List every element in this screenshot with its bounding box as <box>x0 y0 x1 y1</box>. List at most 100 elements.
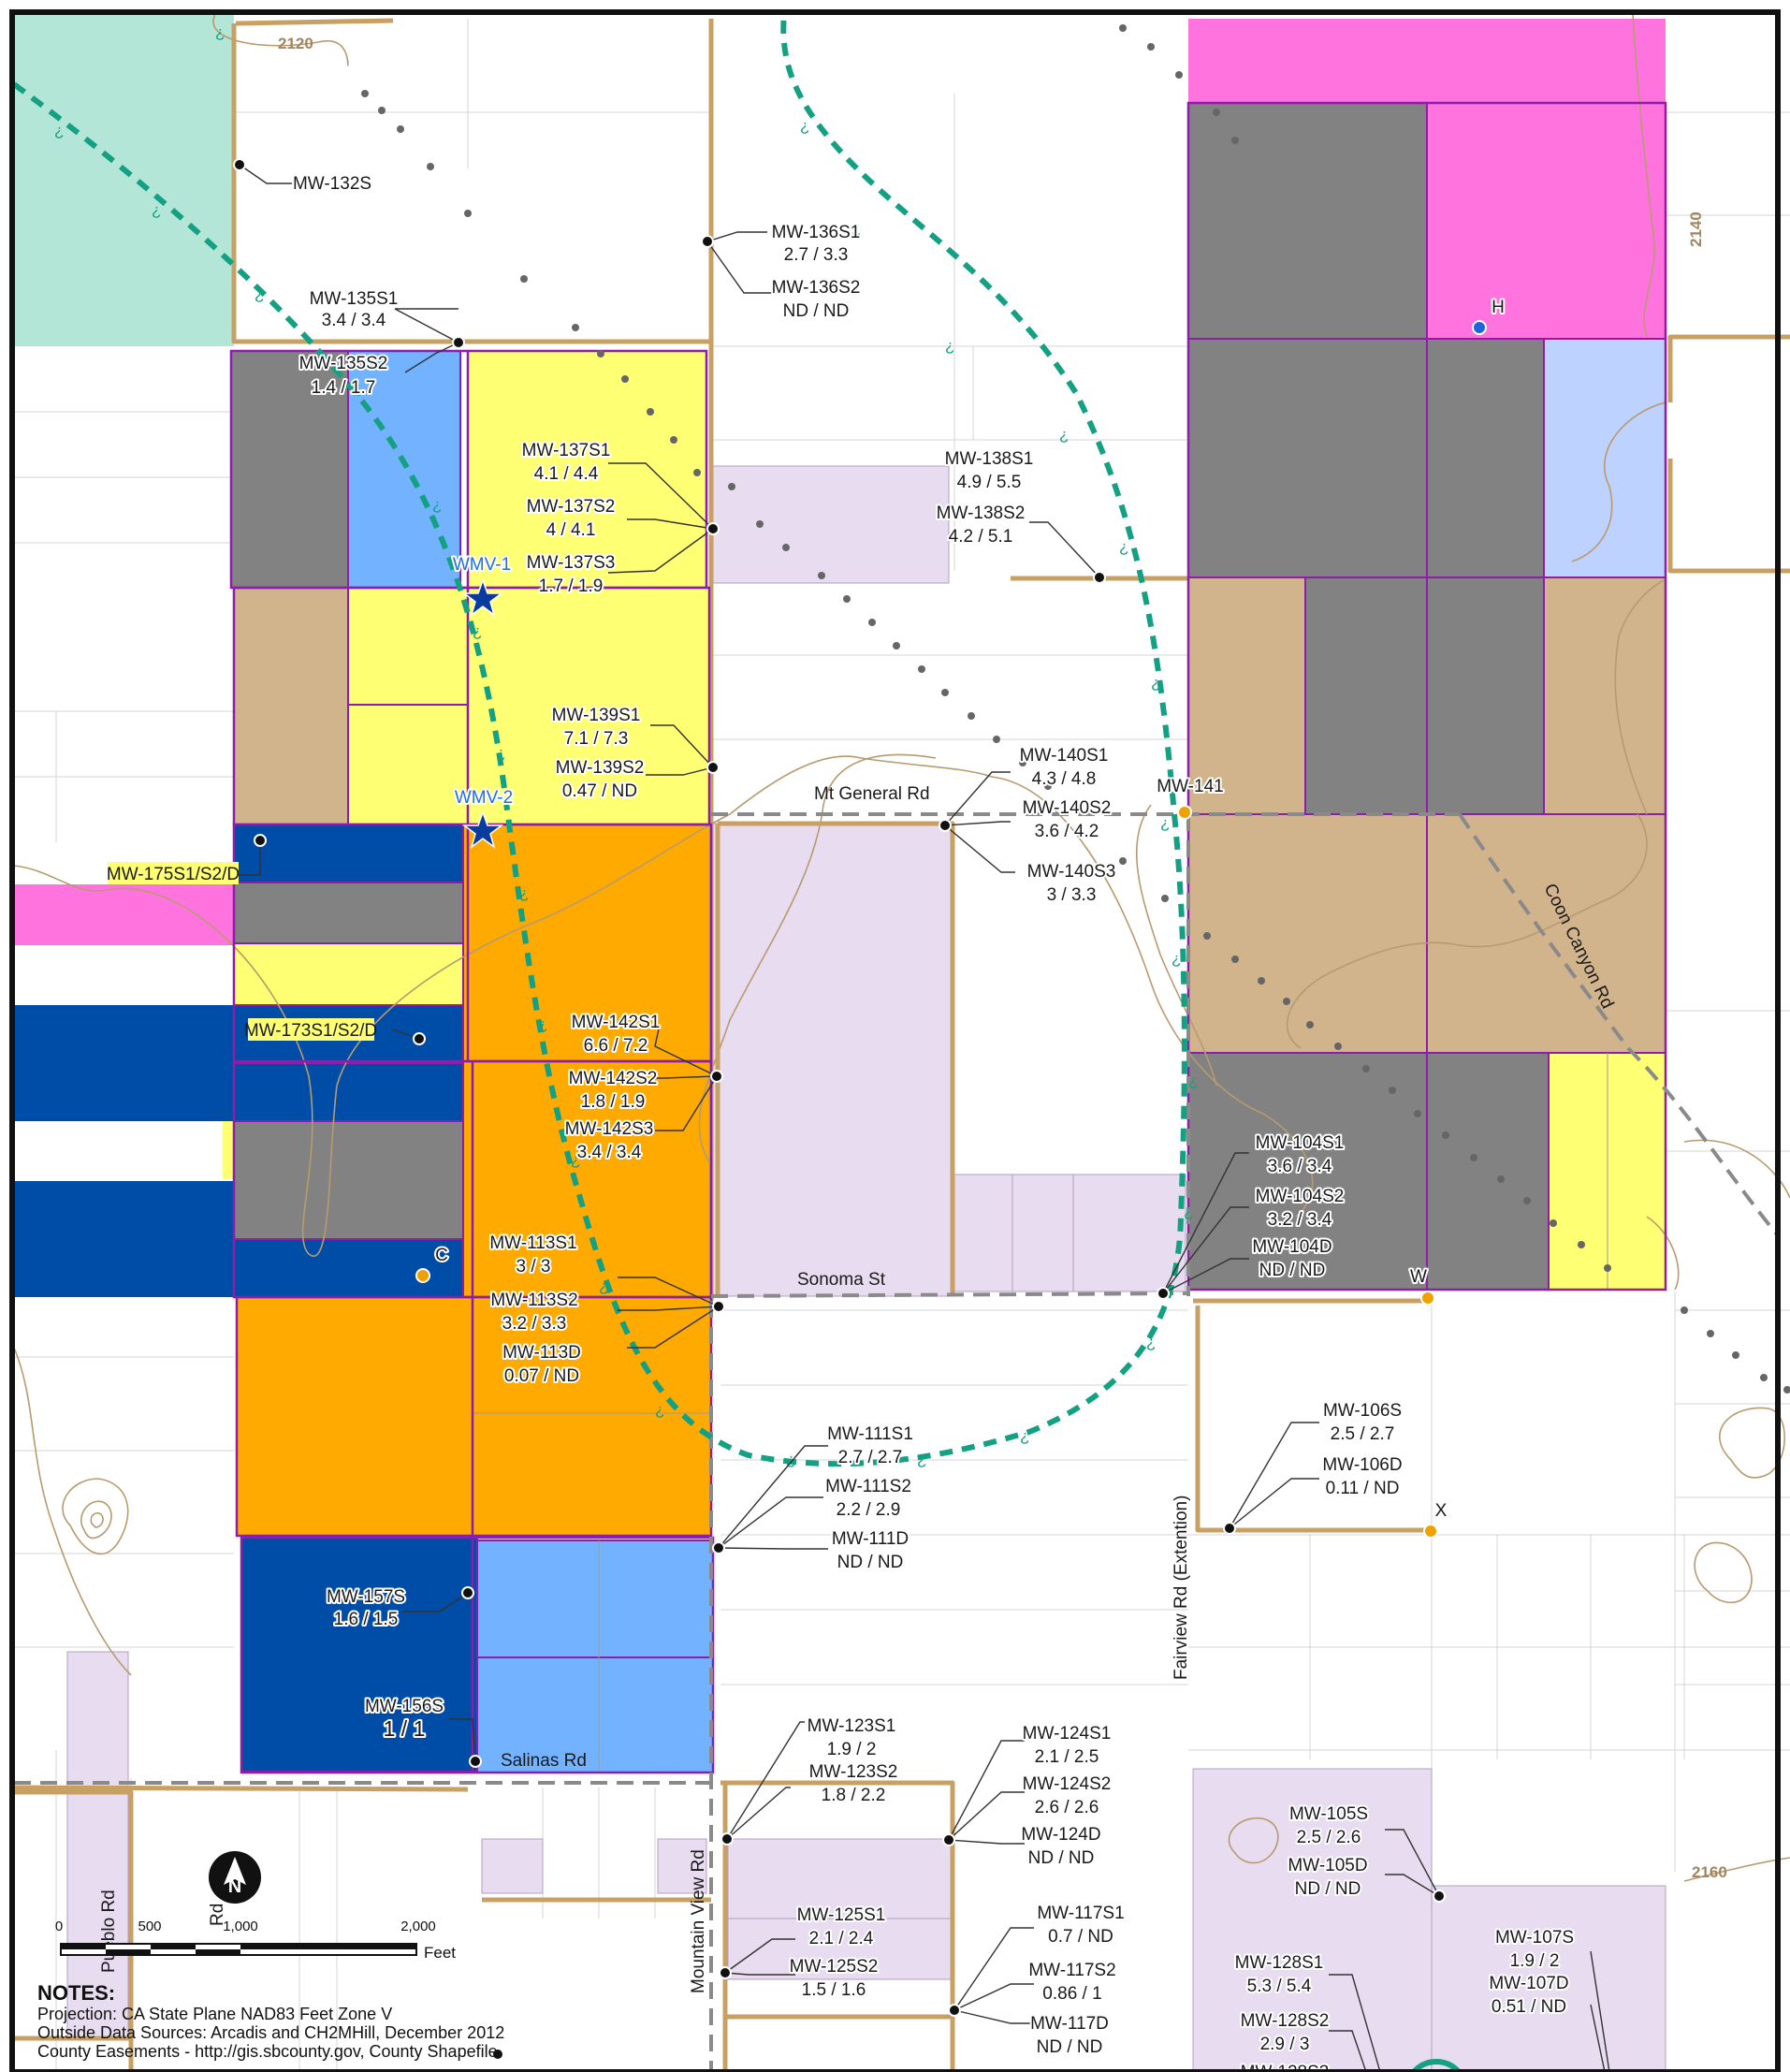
svg-text:N: N <box>228 1876 241 1897</box>
notes-title: NOTES: <box>37 1981 116 2005</box>
point-w <box>1420 1291 1435 1306</box>
well-mw140s1-value: 4.3 / 4.8 <box>1032 769 1097 789</box>
plume-question-marks: ¿¿¿ ¿¿¿ ¿¿¿ ¿¿¿ ¿¿¿ ¿¿¿ ¿¿¿ ¿¿¿ ¿¿¿ <box>54 23 1198 1468</box>
dotted-boundary <box>361 24 1790 1393</box>
well-mw111s2-value: 2.2 / 2.9 <box>837 1500 901 1520</box>
leader-lines <box>239 164 1610 2072</box>
scale-tick-1000: 1,000 <box>223 1919 258 1934</box>
well-mw117s2-label: MW-117S2 <box>1028 1961 1115 1980</box>
well-mw123s2-value: 1.8 / 2.2 <box>822 1786 886 1805</box>
well-mw113d-label: MW-113D <box>502 1343 581 1363</box>
well-mw157s-value: 1.6 / 1.5 <box>334 1610 399 1629</box>
point-label-mw141: MW-141 <box>1157 777 1223 796</box>
svg-text:¿: ¿ <box>496 744 505 762</box>
road-label-pueblo: Pueblo Rd <box>99 1890 119 1973</box>
star-label-wmv2: WMV-2 <box>455 788 513 808</box>
well-mw137s3-value: 1.7 / 1.9 <box>539 576 604 596</box>
monitoring-stars: WMV-1 WMV-2 <box>451 553 515 849</box>
well-mw125s2-value: 1.5 / 1.6 <box>802 1980 866 2000</box>
map-frame <box>9 9 1781 2072</box>
well-mw136s2-value: ND / ND <box>783 301 850 321</box>
well-mw138s1-label: MW-138S1 <box>945 449 1034 469</box>
svg-text:¿: ¿ <box>1146 1334 1156 1351</box>
point-label-h: H <box>1492 298 1505 317</box>
well-mw105d-label: MW-105D <box>1288 1856 1367 1875</box>
svg-text:¿: ¿ <box>599 1277 608 1295</box>
well-mw140s3-label: MW-140S3 <box>1027 862 1116 882</box>
well-mw124d-value: ND / ND <box>1028 1848 1095 1868</box>
notes-line-sources: Outside Data Sources: Arcadis and CH2MHi… <box>37 2023 505 2042</box>
well-mw142s1-value: 6.6 / 7.2 <box>584 1036 648 1056</box>
well-mw113s1-label: MW-113S1 <box>489 1233 576 1253</box>
contour-label-2120: 2120 <box>278 35 313 52</box>
well-mw105s-label: MW-105S <box>1289 1804 1368 1824</box>
green-marker-partial <box>1410 2059 1463 2072</box>
well-mw135s1-value: 3.4 / 3.4 <box>322 311 386 330</box>
well-mw173-label: MW-173S1/S2/D <box>244 1021 377 1041</box>
well-mw139s1-label: MW-139S1 <box>552 706 641 725</box>
plume-boundary <box>12 13 1187 1467</box>
well-mw106s-value: 2.5 / 2.7 <box>1331 1424 1395 1444</box>
road-label-salinas: Salinas Rd <box>501 1751 587 1771</box>
road-label-partial: Rd <box>208 1904 227 1926</box>
well-mw105s-value: 2.5 / 2.6 <box>1297 1828 1361 1847</box>
svg-text:¿: ¿ <box>945 337 954 355</box>
well-mw135s1-label: MW-135S1 <box>310 289 399 309</box>
svg-text:¿: ¿ <box>655 1401 664 1419</box>
svg-text:¿: ¿ <box>1188 1072 1198 1089</box>
svg-text:¿: ¿ <box>1059 426 1069 444</box>
svg-text:¿: ¿ <box>354 379 363 397</box>
well-mw106d-value: 0.11 / ND <box>1326 1479 1400 1498</box>
svg-text:¿: ¿ <box>519 884 529 902</box>
well-mw157s-label: MW-157S <box>327 1587 405 1607</box>
well-mw137s1-value: 4.1 / 4.4 <box>534 464 599 484</box>
well-mw175-label: MW-175S1/S2/D <box>107 865 240 884</box>
scale-bar: 0 500 1,000 2,000 Feet <box>55 1919 456 1962</box>
well-mw136s1-value: 2.7 / 3.3 <box>784 245 849 265</box>
well-mw125s1-value: 2.1 / 2.4 <box>809 1929 874 1948</box>
well-mw138s2-value: 4.2 / 5.1 <box>949 527 1013 547</box>
road-label-mt-general: Mt General Rd <box>814 784 930 804</box>
well-mw136s1-label: MW-136S1 <box>772 223 861 242</box>
well-mw104s1-value: 3.6 / 3.4 <box>1268 1157 1332 1176</box>
well-labels: MW-132S MW-136S1 2.7 / 3.3 MW-136S2 ND /… <box>107 172 1576 2072</box>
scale-tick-0: 0 <box>55 1919 63 1934</box>
well-mw128s2-value: 2.9 / 3 <box>1260 2035 1310 2054</box>
point-h <box>1472 320 1487 335</box>
notes-line-projection: Projection: CA State Plane NAD83 Feet Zo… <box>37 2005 393 2023</box>
well-mw140s1-label: MW-140S1 <box>1020 746 1109 766</box>
well-mw104d-label: MW-104D <box>1252 1237 1332 1257</box>
road-label-mountain-view: Mountain View Rd <box>689 1849 708 1993</box>
road-label-fairview: Fairview Rd (Extention) <box>1172 1496 1191 1680</box>
well-mw139s2-label: MW-139S2 <box>556 758 645 778</box>
scale-tick-2000: 2,000 <box>400 1919 436 1934</box>
colored-points <box>415 320 1487 1539</box>
well-mw117d-label: MW-117D <box>1030 2014 1109 2034</box>
well-mw137s2-value: 4 / 4.1 <box>546 520 596 540</box>
well-mw125s2-label: MW-125S2 <box>790 1957 879 1977</box>
well-mw113s2-value: 3.2 / 3.3 <box>502 1314 567 1334</box>
well-mw104s2-label: MW-104S2 <box>1256 1187 1345 1206</box>
contour-label-2160: 2160 <box>1692 1863 1727 1881</box>
well-mw140s2-value: 3.6 / 4.2 <box>1035 822 1099 841</box>
well-mw137s2-label: MW-137S2 <box>527 497 616 517</box>
svg-text:¿: ¿ <box>917 1451 926 1468</box>
well-mw124s2-value: 2.6 / 2.6 <box>1035 1798 1099 1817</box>
well-mw128s1-label: MW-128S1 <box>1235 1953 1324 1973</box>
well-mw138s1-value: 4.9 / 5.5 <box>957 473 1022 492</box>
svg-text:¿: ¿ <box>1172 950 1181 968</box>
well-mw135s2-label: MW-135S2 <box>299 354 388 373</box>
well-mw113d-value: 0.07 / ND <box>504 1366 579 1386</box>
star-label-wmv1: WMV-1 <box>453 555 511 575</box>
well-mw156s-value: 1 / 1 <box>384 1716 426 1741</box>
notes-line-easements: County Easements - http://gis.sbcounty.g… <box>37 2042 498 2061</box>
lavender-parcels <box>66 465 1666 2072</box>
well-mw124d-label: MW-124D <box>1021 1825 1100 1845</box>
svg-text:¿: ¿ <box>152 201 161 219</box>
well-mw105d-value: ND / ND <box>1295 1879 1361 1899</box>
well-mw128s2-label: MW-128S2 <box>1241 2011 1330 2031</box>
svg-text:¿: ¿ <box>215 23 225 41</box>
well-mw106d-label: MW-106D <box>1322 1455 1402 1475</box>
well-mw137s1-label: MW-137S1 <box>522 441 611 460</box>
